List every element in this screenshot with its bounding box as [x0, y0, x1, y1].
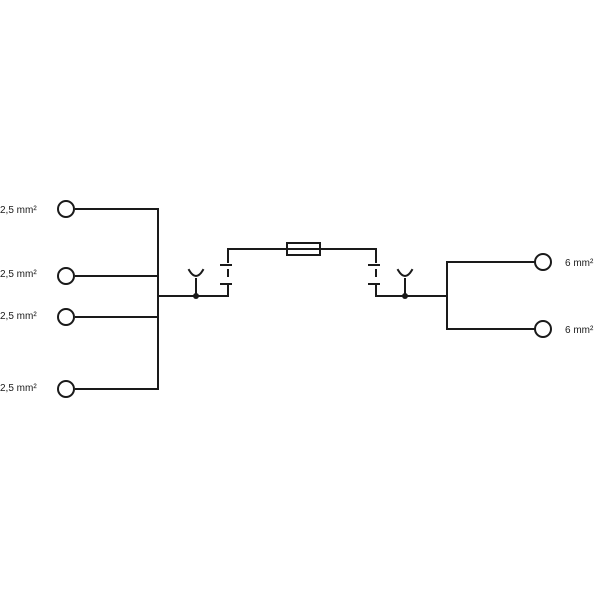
left-terminal-1	[57, 200, 75, 218]
left-terminal-1-label: 2,5 mm²	[0, 205, 37, 216]
right-terminal-2	[534, 320, 552, 338]
left-terminal-4	[57, 380, 75, 398]
right-terminal-1-label: 6 mm²	[565, 258, 594, 269]
left-terminal-4-label: 2,5 mm²	[0, 383, 37, 394]
right-terminal-2-label: 6 mm²	[565, 325, 594, 336]
right-test-socket-icon	[396, 268, 414, 297]
left-bus	[75, 208, 159, 390]
left-disconnect-switch	[220, 248, 232, 297]
right-terminal-1	[534, 253, 552, 271]
right-disconnect-switch	[368, 248, 380, 297]
left-terminal-3-label: 2,5 mm²	[0, 311, 37, 322]
right-bus	[446, 261, 535, 330]
left-terminal-3	[57, 308, 75, 326]
left-terminal-2-label: 2,5 mm²	[0, 269, 37, 280]
left-terminal-2	[57, 267, 75, 285]
left-test-socket-icon	[187, 268, 205, 297]
